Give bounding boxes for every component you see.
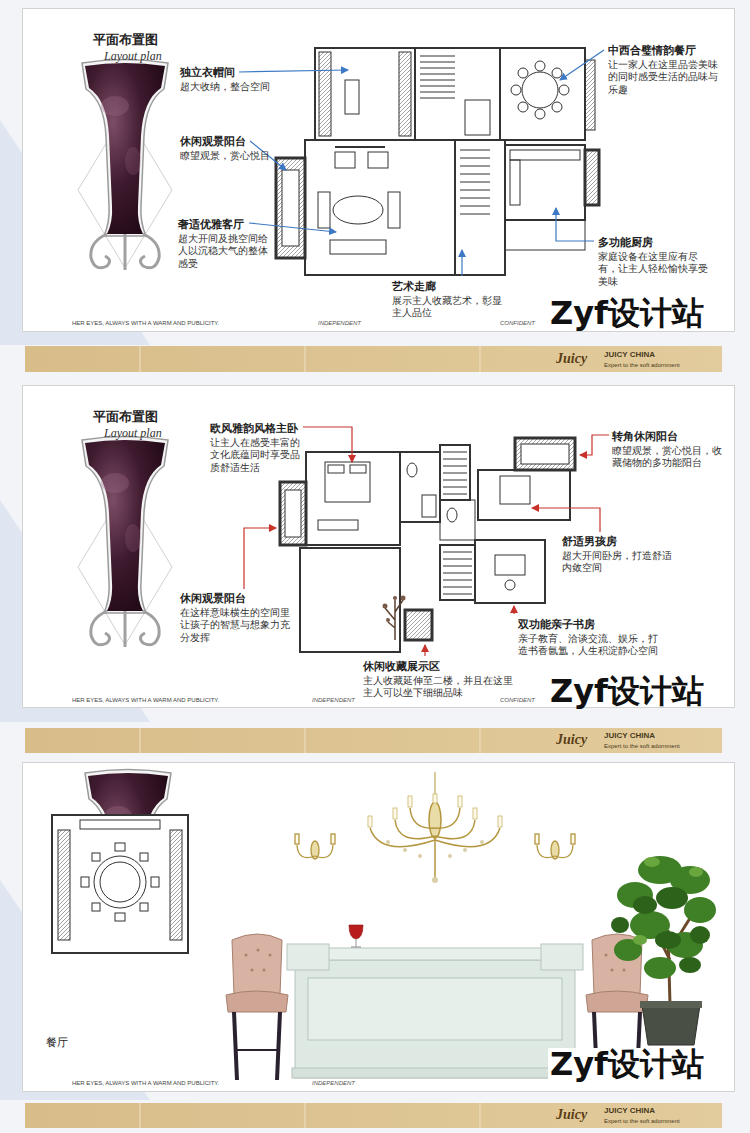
brand-slogan: Expert to the soft adornment: [604, 743, 680, 750]
callout-body: 瞭望观景，赏心悦目，收藏储物的多功能阳台: [612, 445, 727, 470]
tree-sketch: [383, 596, 406, 623]
brand-name: JUICY CHINA: [604, 1107, 655, 1116]
footer-word: CONFIDENT: [500, 320, 535, 327]
brand-logo: Juicy: [556, 733, 587, 747]
callout-body: 展示主人收藏艺术，彰显主人品位: [392, 295, 504, 320]
callout-body: 在这样意味横生的空间里让孩子的智慧与想象力充分发挥: [180, 607, 290, 644]
callout-body: 超大开间卧房，打造舒适内敛空间: [562, 550, 674, 575]
plan-heading: 平面布置图: [93, 408, 158, 426]
footer-tagline: HER EYES, ALWAYS WITH A WARM AND PUBLICI…: [72, 1080, 219, 1087]
footer-word: CONFIDENT: [500, 697, 535, 704]
wall-sconce: [295, 834, 575, 859]
wine-glass: [349, 925, 363, 947]
callout-heading: 艺术走廊: [392, 280, 436, 294]
plan-subheading: Layout plan: [104, 426, 162, 441]
vase-ornament: [82, 60, 168, 271]
chandelier: [368, 772, 502, 883]
callout-body: 让一家人在这里品尝美味的同时感受生活的品味与乐趣: [608, 59, 720, 96]
callout-heading: 舒适男孩房: [562, 535, 617, 549]
watermark: Zyf设计站: [548, 675, 706, 707]
callout-heading: 转角休闲阳台: [612, 430, 678, 444]
watermark: Zyf设计站: [548, 1048, 706, 1080]
floor-plan: [276, 48, 599, 275]
callout-body: 瞭望观景，赏心悦目: [180, 150, 280, 162]
brand-name: JUICY CHINA: [604, 351, 655, 360]
room-caption: 餐厅: [46, 1035, 68, 1050]
page-card: [22, 762, 735, 1092]
callout-heading: 休闲收藏展示区: [363, 660, 440, 674]
callout-heading: 休闲观景阳台: [180, 135, 246, 149]
potted-plant: [611, 856, 716, 1045]
callout-body: 超大收纳，整合空间: [180, 81, 280, 93]
footer-tagline: HER EYES, ALWAYS WITH A WARM AND PUBLICI…: [72, 697, 219, 704]
callout-heading: 双功能亲子书房: [518, 618, 595, 632]
callout-heading: 多功能厨房: [598, 236, 653, 250]
brand-logo: Juicy: [556, 1108, 587, 1122]
brand-logo: Juicy: [556, 352, 587, 366]
callout-heading: 欧风雅韵风格主卧: [210, 422, 298, 436]
callout-body: 亲子教育、洽谈交流、娱乐，打造书香氤氲，人生积淀静心空间: [518, 633, 658, 658]
vase-ornament: [85, 770, 171, 816]
callout-heading: 奢适优雅客厅: [178, 218, 244, 232]
callout-heading: 休闲观景阳台: [180, 592, 246, 606]
page-card: [22, 8, 735, 332]
plan-heading: 平面布置图: [93, 31, 158, 49]
callout-heading: 独立衣帽间: [180, 66, 235, 80]
bar-counter: [287, 944, 583, 1078]
footer-word: INDEPENDENT: [318, 320, 361, 327]
callout-heading: 中西合璧情韵餐厅: [608, 44, 696, 58]
dining-plan: [52, 815, 188, 953]
callout-body: 主人收藏延伸至二楼，并且在这里主人可以坐下细细品味: [363, 675, 513, 700]
callout-body: 超大开间及挑空间给人以沉稳大气的整体感受: [178, 233, 273, 270]
vase-ornament: [82, 437, 168, 648]
brand-slogan: Expert to the soft adornment: [604, 362, 680, 369]
leader-arrow: [244, 427, 609, 656]
bar-stool: [226, 934, 288, 1080]
brand-slogan: Expert to the soft adornment: [604, 1118, 680, 1125]
page-card: [22, 385, 735, 708]
footer-tagline: HER EYES, ALWAYS WITH A WARM AND PUBLICI…: [72, 320, 219, 327]
footer-word: INDEPENDENT: [312, 697, 355, 704]
callout-body: 让主人在感受丰富的文化底蕴同时享受品质舒适生活: [210, 437, 305, 474]
callout-body: 家庭设备在这里应有尽有，让主人轻松愉快享受美味: [598, 251, 710, 288]
footer-word: INDEPENDENT: [312, 1080, 355, 1087]
brand-name: JUICY CHINA: [604, 732, 655, 741]
page-card: 餐厅: [22, 762, 735, 1092]
leader-arrow: [239, 50, 604, 276]
plan-subheading: Layout plan: [104, 49, 162, 64]
watermark: Zyf设计站: [548, 297, 706, 329]
